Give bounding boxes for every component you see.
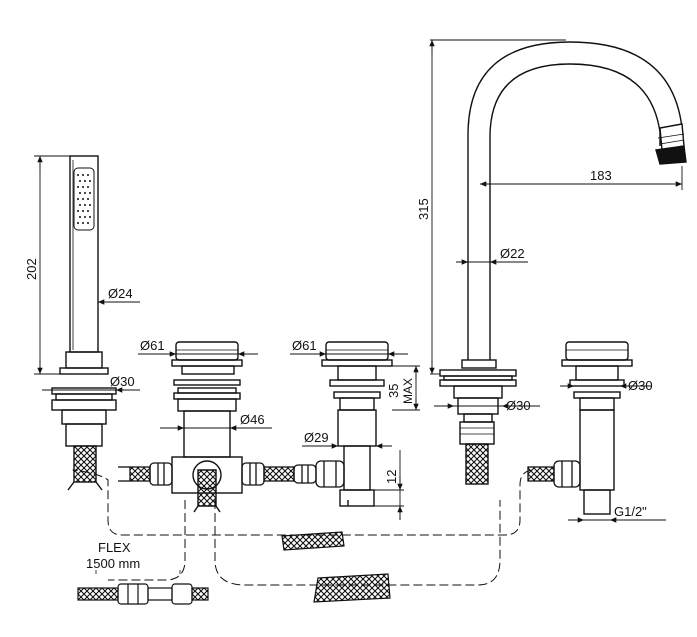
valve-right-fitting — [527, 460, 581, 488]
dim-valve-middle-height — [392, 365, 420, 411]
label-valve-left-diameter: Ø61 — [140, 338, 165, 353]
valve-right — [561, 341, 633, 515]
label-valve-middle-height: 35 — [386, 384, 401, 398]
label-valve-middle-outlet: 12 — [384, 470, 399, 484]
dim-spout-reach — [480, 166, 683, 190]
label-hand-shower-height: 202 — [24, 258, 39, 280]
dim-spout-height — [429, 39, 566, 375]
label-thread: G1/2" — [614, 504, 647, 519]
spout — [439, 41, 687, 485]
hose-routing-dashed — [72, 469, 536, 586]
label-valve-middle-max: MAX — [401, 378, 415, 404]
label-spout-diameter: Ø22 — [500, 246, 525, 261]
label-hand-shower-base-diameter: Ø30 — [110, 374, 135, 389]
label-flex: FLEX — [98, 540, 131, 555]
label-flex-length: 1500 mm — [86, 556, 140, 571]
dim-valve-middle-outlet — [374, 450, 404, 520]
label-valve-middle-body: Ø29 — [304, 430, 329, 445]
valve-left-fittings — [118, 462, 317, 486]
label-spout-base-diameter: Ø30 — [506, 398, 531, 413]
label-valve-left-body: Ø46 — [240, 412, 265, 427]
label-spout-height: 315 — [416, 198, 431, 220]
label-valve-middle-diameter: Ø61 — [292, 338, 317, 353]
valve-middle — [321, 341, 393, 507]
label-valve-right-base: Ø30 — [628, 378, 653, 393]
valve-middle-fitting — [315, 460, 345, 488]
hose-segments — [281, 531, 391, 603]
dim-hand-shower-height — [34, 155, 70, 375]
shower-spray-holes — [77, 174, 91, 224]
hand-shower — [51, 155, 117, 491]
flex-hose-detail — [77, 570, 209, 605]
valve-left — [171, 341, 243, 513]
label-hand-shower-diameter: Ø24 — [108, 286, 133, 301]
label-spout-reach: 183 — [590, 168, 612, 183]
